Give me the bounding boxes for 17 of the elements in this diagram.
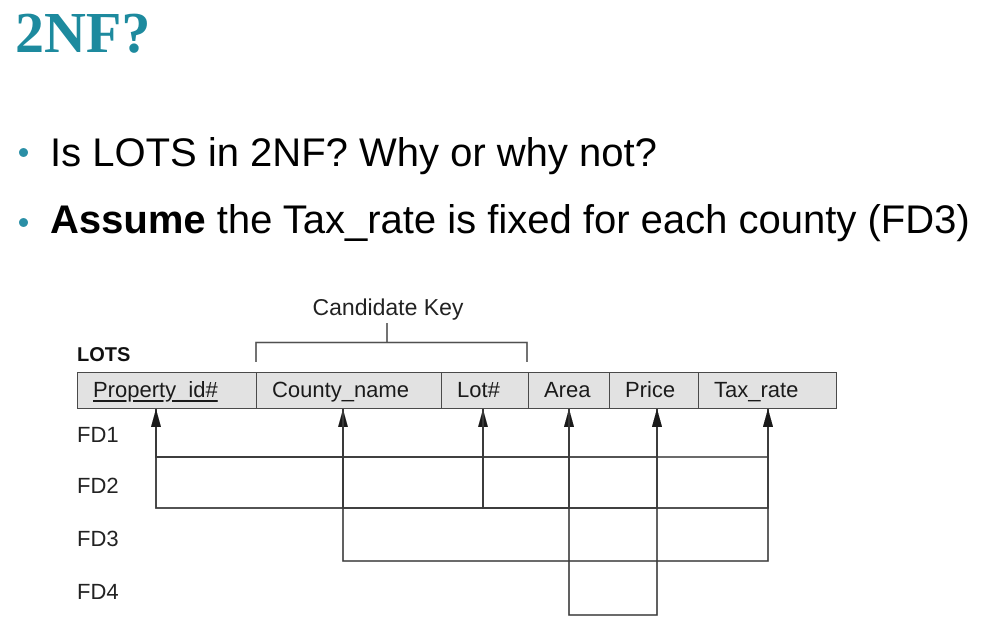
- attribute-cell: Lot#: [441, 372, 530, 409]
- attribute-cell: Price: [609, 372, 700, 409]
- slide-title: 2NF?: [15, 0, 150, 67]
- attribute-cell: Property_id#: [77, 372, 258, 409]
- dependency-label: FD3: [77, 526, 119, 552]
- relation-name: LOTS: [77, 344, 130, 367]
- attribute-cell: Area: [528, 372, 610, 409]
- attribute-cell: Tax_rate: [698, 372, 836, 409]
- bullet-text: Assume the Tax_rate is fixed for each county (FD3): [50, 197, 970, 243]
- dependency-label: FD2: [77, 473, 119, 498]
- dependency-label: FD1: [77, 422, 119, 448]
- bullet-text: Is LOTS in 2NF? Why or why not?: [50, 130, 657, 176]
- dependency-label: FD4: [77, 579, 119, 604]
- dependency-arrow: [568, 409, 662, 616]
- attribute-cell: County_name: [256, 372, 442, 409]
- dependency-arrow: [342, 409, 773, 562]
- bracket-label: Candidate Key: [312, 294, 464, 320]
